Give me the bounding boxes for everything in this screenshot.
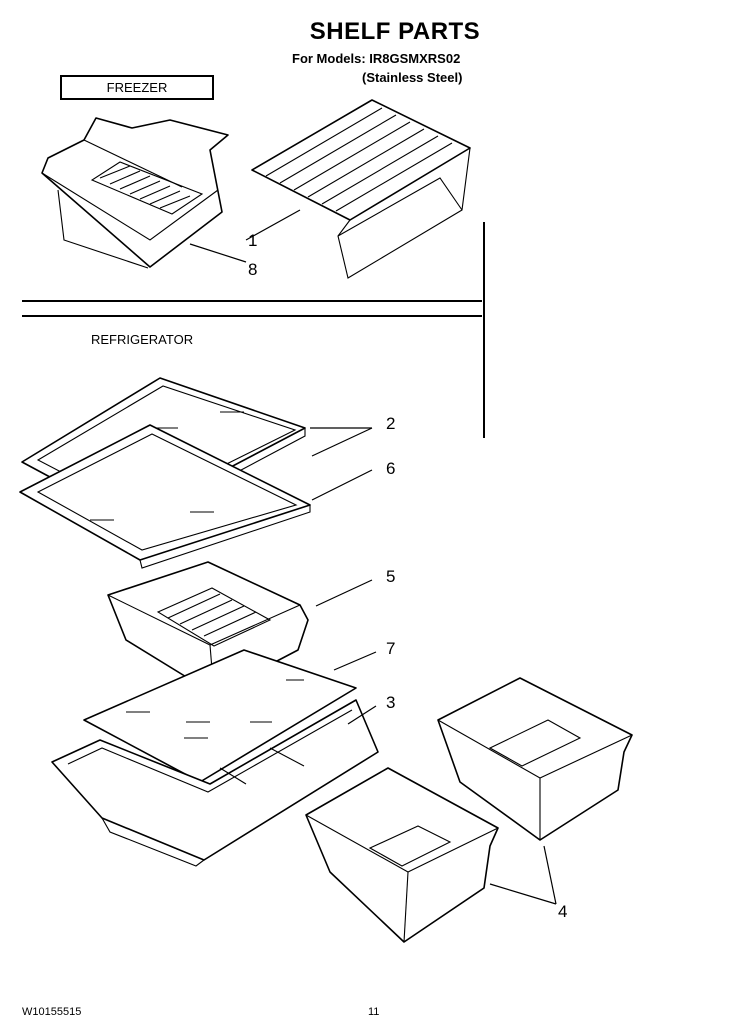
section-divider-top [22, 300, 482, 302]
glass-shelf-lower [20, 425, 310, 568]
vertical-divider [483, 222, 485, 438]
crisper-glass-cover [84, 650, 356, 782]
callout-4: 4 [558, 902, 568, 921]
callout-2: 2 [386, 414, 396, 433]
document-code: W10155515 [22, 1006, 82, 1018]
model-variant: (Stainless Steel) [362, 70, 463, 85]
leader-lines [190, 210, 556, 904]
callout-6: 6 [386, 459, 396, 478]
refrigerator-section-label: REFRIGERATOR [91, 332, 194, 347]
section-divider-bottom [22, 315, 482, 317]
crisper-drawer-right [438, 678, 632, 840]
page-title: SHELF PARTS [309, 18, 481, 45]
crisper-drawer-left [306, 768, 498, 942]
model-number: For Models: IR8GSMXRS02 [292, 51, 461, 66]
freezer-section-label: FREEZER [60, 75, 214, 100]
callout-5: 5 [386, 567, 396, 586]
wire-shelf [252, 100, 470, 278]
page-number: 11 [368, 1006, 380, 1018]
freezer-basket [42, 118, 228, 268]
callout-7: 7 [386, 639, 396, 658]
crisper-frame [52, 700, 378, 866]
callout-3: 3 [386, 693, 396, 712]
callout-8: 8 [248, 260, 258, 279]
callout-1: 1 [248, 231, 258, 250]
